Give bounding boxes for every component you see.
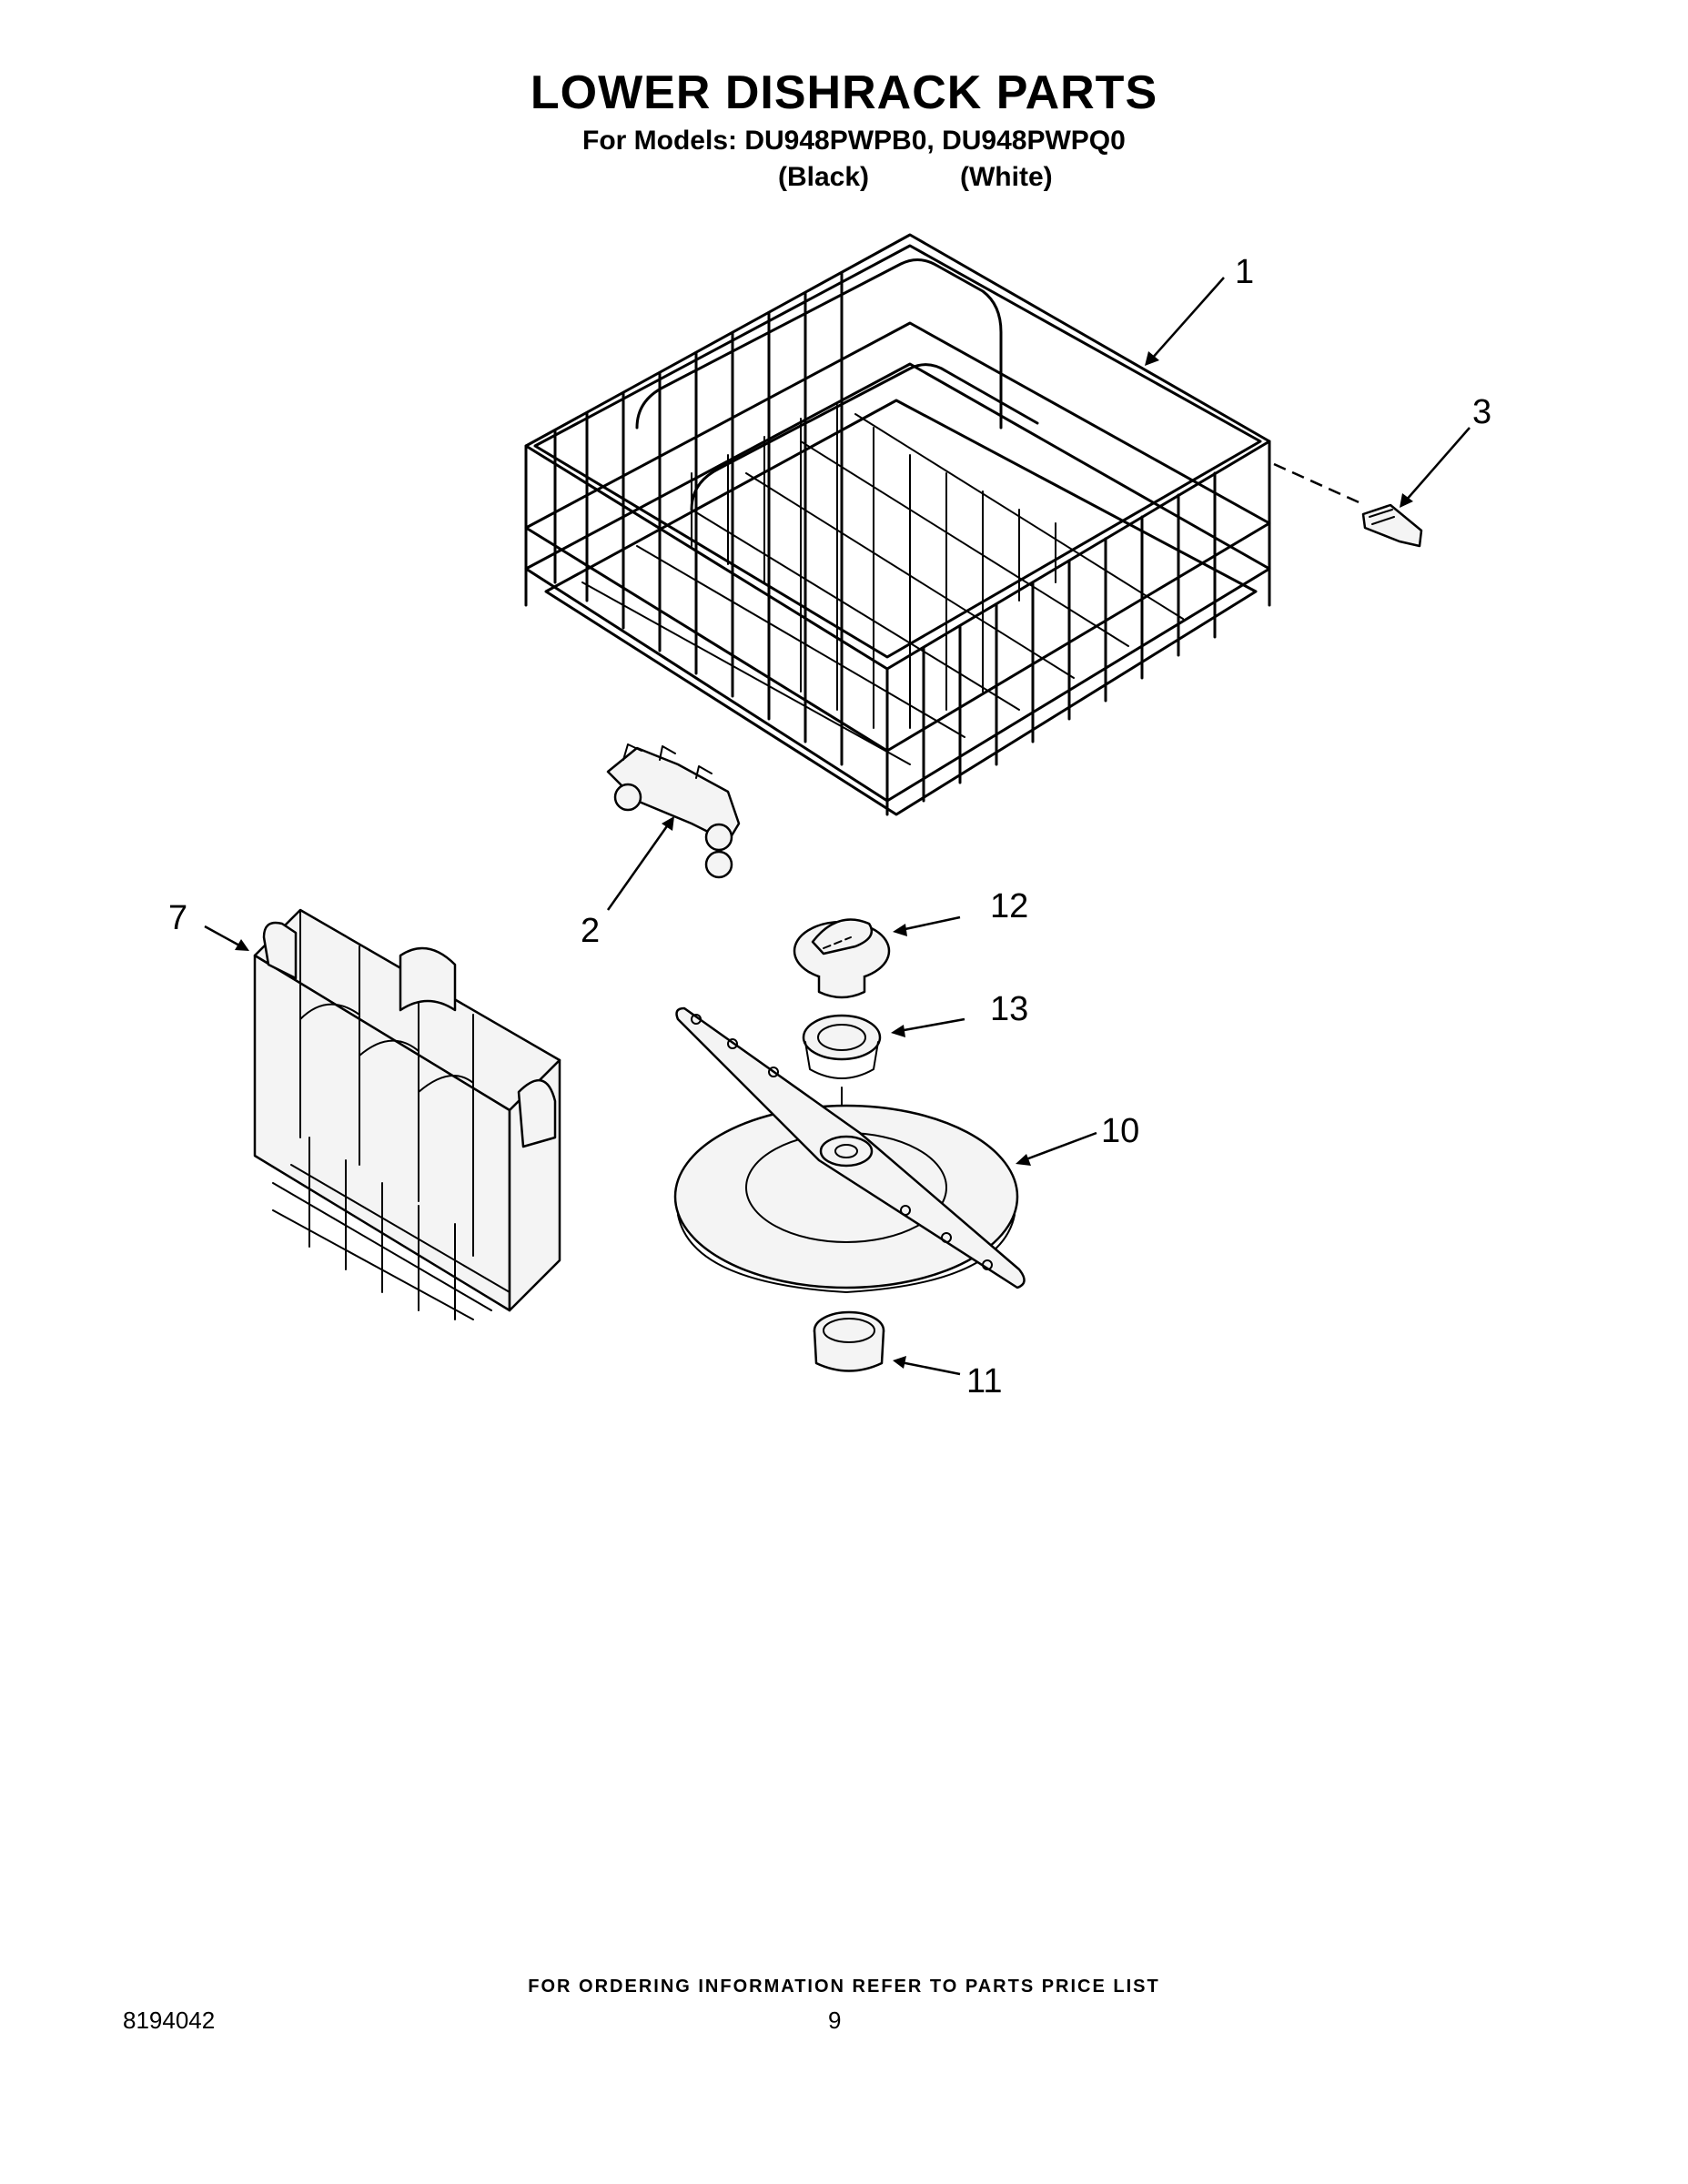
- leader-line-13: [891, 1017, 965, 1037]
- document-number: 8194042: [123, 2007, 216, 2034]
- page-number: 9: [828, 2007, 842, 2034]
- leader-line-11: [893, 1356, 961, 1376]
- callout-1: 1: [1235, 253, 1255, 291]
- rack-roller-assembly: [606, 743, 741, 879]
- page-title: LOWER DISHRACK PARTS: [530, 66, 1158, 119]
- ordering-info-note: FOR ORDERING INFORMATION REFER TO PARTS …: [528, 1977, 1160, 1997]
- callout-3: 3: [1472, 393, 1492, 431]
- leader-line-12: [893, 915, 961, 936]
- callout-2: 2: [581, 912, 601, 950]
- leader-line-10: [1016, 1131, 1097, 1166]
- callout-13: 13: [990, 990, 1029, 1028]
- spray-arm-hub-cap: [793, 918, 891, 999]
- variant-white-label: (White): [960, 162, 1053, 192]
- callout-7: 7: [168, 899, 188, 937]
- models-subtitle: For Models: DU948PWPB0, DU948PWPQ0: [582, 126, 1126, 156]
- spray-arm-nut: [813, 1310, 885, 1372]
- rack-stop-clip: [1273, 462, 1423, 548]
- silverware-basket: [253, 908, 561, 1320]
- lower-spray-arm: [673, 1006, 1026, 1293]
- callout-10: 10: [1101, 1112, 1140, 1150]
- leader-line-7: [204, 925, 249, 951]
- callout-12: 12: [990, 887, 1029, 925]
- leader-line-1: [1145, 277, 1225, 366]
- leader-line-2: [606, 816, 674, 911]
- leader-line-3: [1400, 427, 1471, 508]
- dishrack-wire-basket: [524, 233, 1271, 816]
- variant-black-label: (Black): [778, 162, 870, 192]
- callout-11: 11: [966, 1362, 1003, 1400]
